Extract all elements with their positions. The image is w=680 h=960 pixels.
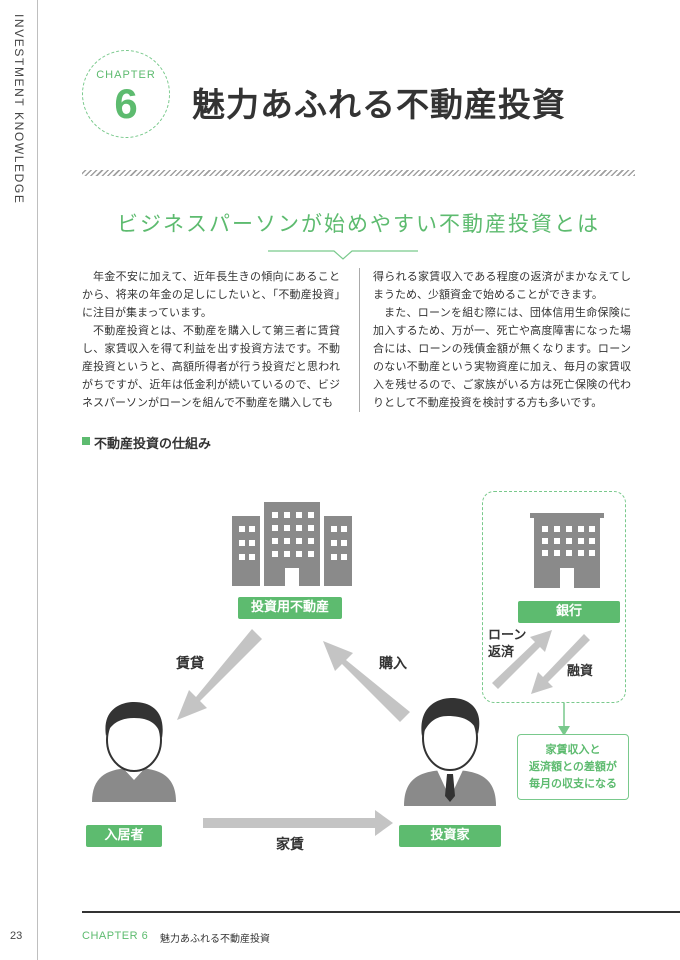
chapter-badge [82,50,170,138]
chapter-label: CHAPTER [96,69,156,81]
paragraph: また、ローンを組む際には、団体信用生命保険に加入するため、万が一、死亡や高度障害… [373,306,631,409]
loan-repay-arrow [492,630,552,689]
income-note: 家賃収入と 返済額との差額が 毎月の収支になる [517,734,629,800]
column-divider [359,268,360,412]
heading-underline [268,250,418,260]
diagram-title: 不動産投資の仕組み [94,437,212,452]
paragraph: 年金不安に加えて、近年長生きの傾向にあることから、将来の年金の足しにしたいと、「… [82,270,340,319]
lease-label: 賃貸 [176,656,204,672]
resident-person-icon [92,702,176,802]
diagram-graphics [92,502,604,836]
investment-property-label: 投資用不動産 [238,597,342,619]
note-line: 返済額との差額が [529,760,617,773]
paragraph: 得られる家賃収入である程度の返済がまかなえてしまうため、少額資金で始めることがで… [373,270,631,301]
striped-divider [82,170,635,176]
square-bullet-icon [82,437,90,445]
body-column-left: 年金不安に加えて、近年長生きの傾向にあることから、将来の年金の足しにしたいと、「… [82,268,340,412]
bank-building-icon [530,513,604,588]
chapter-number: 6 [114,80,138,127]
loan-repay-line2: 返済 [488,645,515,660]
note-line: 家賃収入と [545,743,601,756]
paragraph: 不動産投資とは、不動産を購入して第三者に賃貸し、家賃収入を得て利益を出す投資方法… [82,324,340,409]
investor-person-icon [404,698,496,806]
purchase-label: 購入 [379,656,407,672]
note-line: 毎月の収支になる [529,777,617,790]
loan-repay-line1: ローン [488,628,527,643]
margin-rule [37,0,38,960]
footer-title: 魅力あふれる不動産投資 [160,934,270,945]
investor-label: 投資家 [399,825,501,847]
finance-arrow [531,634,590,694]
building-icon [232,502,352,586]
resident-label: 入居者 [86,825,162,847]
body-column-right: 得られる家賃収入である程度の返済がまかなえてしまうため、少額資金で始めることがで… [373,268,631,412]
note-pointer [558,726,570,736]
lease-arrow [177,629,262,720]
arrows [177,629,590,836]
footer-chapter: CHAPTER 6 [82,930,149,942]
rent-label: 家賃 [276,837,304,853]
finance-label: 融資 [567,664,594,679]
rent-arrow [203,810,393,836]
bank-group-frame [482,491,626,703]
bank-label: 銀行 [518,601,620,623]
side-label: INVESTMENT KNOWLEDGE [12,14,26,205]
section-heading: ビジネスパーソンが始めやすい不動産投資とは [117,212,600,236]
purchase-arrow [323,641,410,722]
page-number: 23 [10,930,23,942]
footer-rule [82,911,680,913]
page-title: 魅力あふれる不動産投資 [192,85,566,124]
loan-repay-label: ローン 返済 [488,627,526,661]
